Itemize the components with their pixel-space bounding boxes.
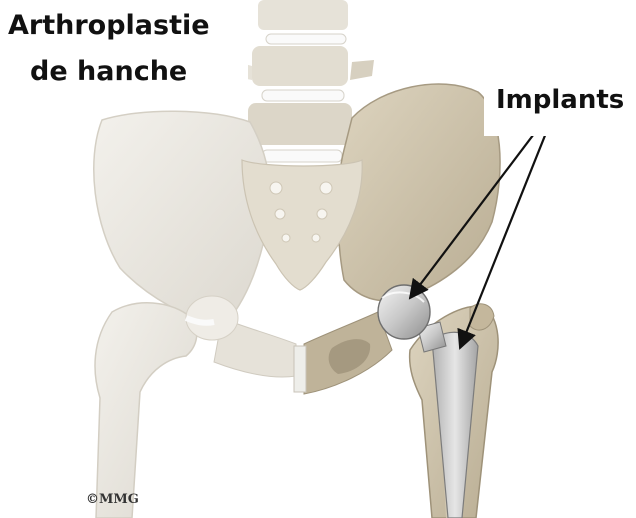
acetabular-cup-implant [378,285,430,339]
left-femur [95,296,238,518]
title-line-1: Arthroplastie [8,10,210,41]
implants-label: Implants [496,85,624,115]
right-ilium [338,84,500,301]
left-ilium [94,111,271,328]
title-line-2: de hanche [30,56,187,87]
copyright-notice: ©MMG [86,492,139,507]
pubic-symphysis [294,346,306,392]
